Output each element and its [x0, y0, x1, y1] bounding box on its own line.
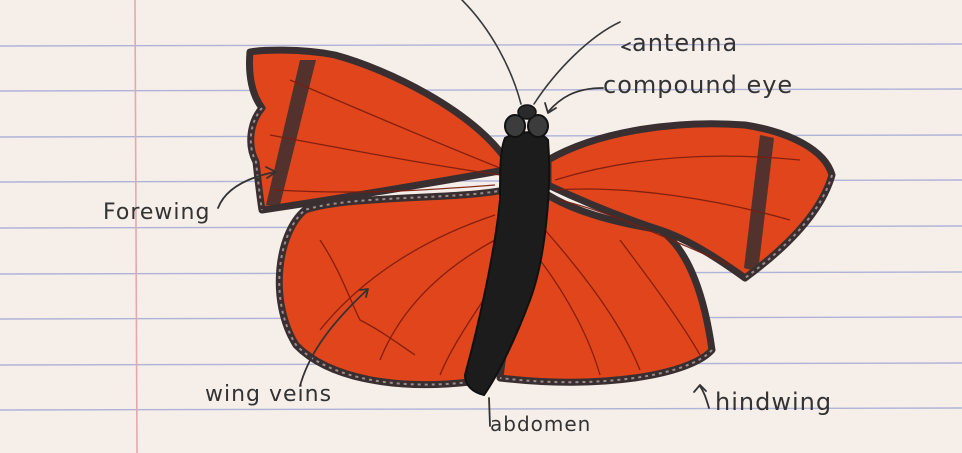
compound-eye-label: compound eye	[603, 73, 793, 97]
forewing-label: Forewing	[103, 202, 210, 224]
abdomen-label: abdomen	[490, 414, 591, 434]
antenna-label: antenna	[632, 31, 738, 55]
hindwing-label: hindwing	[715, 390, 832, 414]
wing-veins-label: wing veins	[205, 384, 332, 406]
